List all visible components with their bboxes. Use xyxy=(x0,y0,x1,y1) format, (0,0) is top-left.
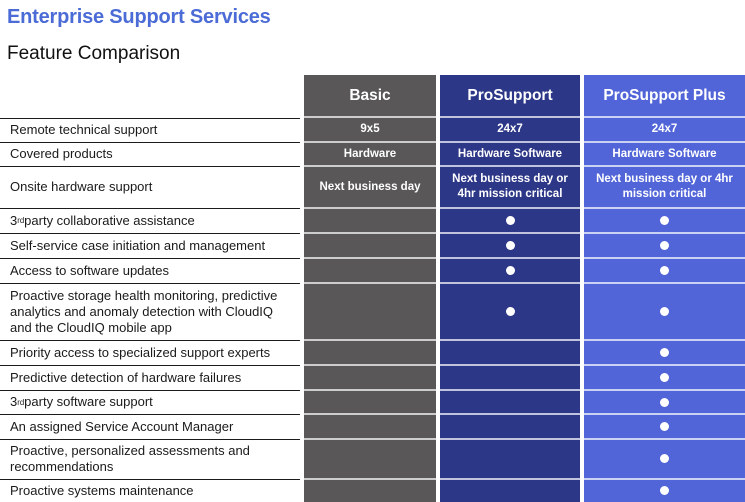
plan-cell-basic xyxy=(304,234,436,259)
included-dot-icon xyxy=(660,422,669,431)
plan-cell-prosupport: Hardware Software xyxy=(440,143,580,167)
plan-cell-basic: Next business day xyxy=(304,167,436,209)
plan-cell-prosupport xyxy=(440,209,580,234)
plan-cell-basic: Hardware xyxy=(304,143,436,167)
plan-cell-prosupport-plus: 24x7 xyxy=(584,118,745,143)
plan-cell-prosupport-plus xyxy=(584,479,745,502)
feature-cell: Remote technical support xyxy=(0,118,300,143)
plan-cell-basic xyxy=(304,209,436,234)
included-dot-icon xyxy=(505,216,515,225)
plan-cell-prosupport-plus: Next business day or 4hr mission critica… xyxy=(584,167,745,209)
feature-cell: Proactive, personalized assessments and … xyxy=(0,440,300,480)
plan-cell-basic xyxy=(304,479,436,502)
plan-cell-prosupport xyxy=(440,415,580,440)
section-title: Feature Comparison xyxy=(7,43,181,64)
plan-cell-prosupport-plus xyxy=(584,415,745,440)
plan-cell-prosupport xyxy=(440,259,580,284)
included-dot-icon xyxy=(660,241,669,250)
plan-cell-prosupport-plus: Hardware Software xyxy=(584,143,745,167)
plan-cell-basic xyxy=(304,341,436,366)
included-dot-icon xyxy=(660,348,669,357)
plan-cell-basic xyxy=(304,440,436,480)
feature-cell: Onsite hardware support xyxy=(0,167,300,209)
feature-cell: Covered products xyxy=(0,143,300,167)
plan-cell-basic xyxy=(304,284,436,341)
plan-cell-prosupport: Next business day or 4hr mission critica… xyxy=(440,167,580,209)
included-dot-icon xyxy=(505,266,515,275)
feature-cell: Priority access to specialized support e… xyxy=(0,341,300,366)
page: Enterprise Support Services Feature Comp… xyxy=(0,6,745,502)
feature-cell: Access to software updates xyxy=(0,259,300,284)
plan-cell-prosupport xyxy=(440,479,580,502)
plan-cell-prosupport-plus xyxy=(584,391,745,415)
included-dot-icon xyxy=(505,241,515,250)
included-dot-icon xyxy=(505,307,515,316)
plan-cell-basic xyxy=(304,391,436,415)
plan-cell-basic xyxy=(304,366,436,391)
column-header-prosupport: ProSupport xyxy=(440,75,580,118)
plan-cell-prosupport xyxy=(440,391,580,415)
column-header-prosupport-plus: ProSupport Plus xyxy=(584,75,745,118)
table-corner-spacer xyxy=(0,75,300,118)
page-title: Enterprise Support Services xyxy=(7,6,271,28)
included-dot-icon xyxy=(660,373,669,382)
plan-cell-basic xyxy=(304,259,436,284)
plan-cell-prosupport-plus xyxy=(584,259,745,284)
feature-cell: Predictive detection of hardware failure… xyxy=(0,366,300,391)
plan-cell-prosupport-plus xyxy=(584,440,745,480)
plan-cell-prosupport-plus xyxy=(584,234,745,259)
plan-cell-prosupport-plus xyxy=(584,341,745,366)
plan-cell-prosupport xyxy=(440,440,580,480)
included-dot-icon xyxy=(660,486,669,496)
plan-cell-prosupport xyxy=(440,341,580,366)
included-dot-icon xyxy=(660,397,669,407)
feature-cell: Self-service case initiation and managem… xyxy=(0,234,300,259)
feature-cell: Proactive systems maintenance xyxy=(0,479,300,502)
plan-cell-prosupport xyxy=(440,284,580,341)
plan-cell-prosupport xyxy=(440,234,580,259)
included-dot-icon xyxy=(660,216,669,225)
feature-cell: An assigned Service Account Manager xyxy=(0,415,300,440)
included-dot-icon xyxy=(660,307,669,316)
column-header-basic: Basic xyxy=(304,75,436,118)
included-dot-icon xyxy=(660,454,669,464)
plan-cell-prosupport: 24x7 xyxy=(440,118,580,143)
plan-cell-basic xyxy=(304,415,436,440)
plan-cell-basic: 9x5 xyxy=(304,118,436,143)
feature-cell: Proactive storage health monitoring, pre… xyxy=(0,284,300,341)
plan-cell-prosupport-plus xyxy=(584,366,745,391)
plan-cell-prosupport xyxy=(440,366,580,391)
included-dot-icon xyxy=(660,266,669,275)
plan-cell-prosupport-plus xyxy=(584,209,745,234)
plan-cell-prosupport-plus xyxy=(584,284,745,341)
